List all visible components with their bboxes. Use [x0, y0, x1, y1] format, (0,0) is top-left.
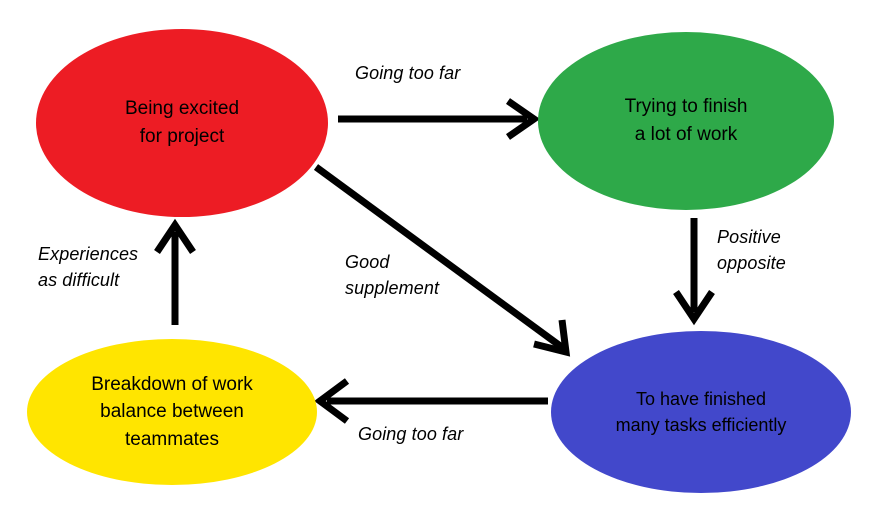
node-label-red: Being excited for project — [124, 98, 240, 147]
edge-yellow-to-red-arrowhead — [154, 218, 196, 254]
edge-red-to-blue-shaft — [313, 164, 566, 351]
edge-blue-to-yellow — [314, 378, 548, 424]
node-breakdown-of-work-balance[interactable]: Breakdown of work balance between teamma… — [27, 339, 317, 485]
edge-blue-to-yellow-arrowhead — [314, 378, 350, 424]
node-label-yellow: Breakdown of work balance between teamma… — [91, 373, 253, 450]
edge-label-red-to-green: Going too far — [355, 63, 461, 83]
edge-red-to-blue-arrowhead — [533, 319, 571, 357]
node-label-blue: To have finished many tasks efficiently — [615, 388, 787, 435]
edge-label-red-to-blue: Good supplement — [345, 252, 440, 299]
edge-green-to-blue-arrowhead — [673, 290, 715, 326]
edge-red-to-blue — [313, 164, 571, 357]
edge-red-to-green — [338, 98, 541, 140]
edge-label-green-to-blue: Positive opposite — [717, 227, 786, 274]
edge-yellow-to-red — [154, 218, 196, 325]
node-to-have-finished-many-tasks[interactable]: To have finished many tasks efficiently — [551, 331, 851, 493]
edge-green-to-blue — [673, 218, 715, 326]
node-trying-to-finish-a-lot-of-work[interactable]: Trying to finish a lot of work — [538, 32, 834, 210]
edge-label-yellow-to-red: Experiences as difficult — [38, 244, 139, 291]
node-being-excited-for-project[interactable]: Being excited for project — [36, 29, 328, 217]
edge-label-blue-to-yellow: Going too far — [358, 424, 464, 444]
node-label-green: Trying to finish a lot of work — [624, 96, 748, 145]
edge-red-to-green-arrowhead — [506, 98, 541, 140]
